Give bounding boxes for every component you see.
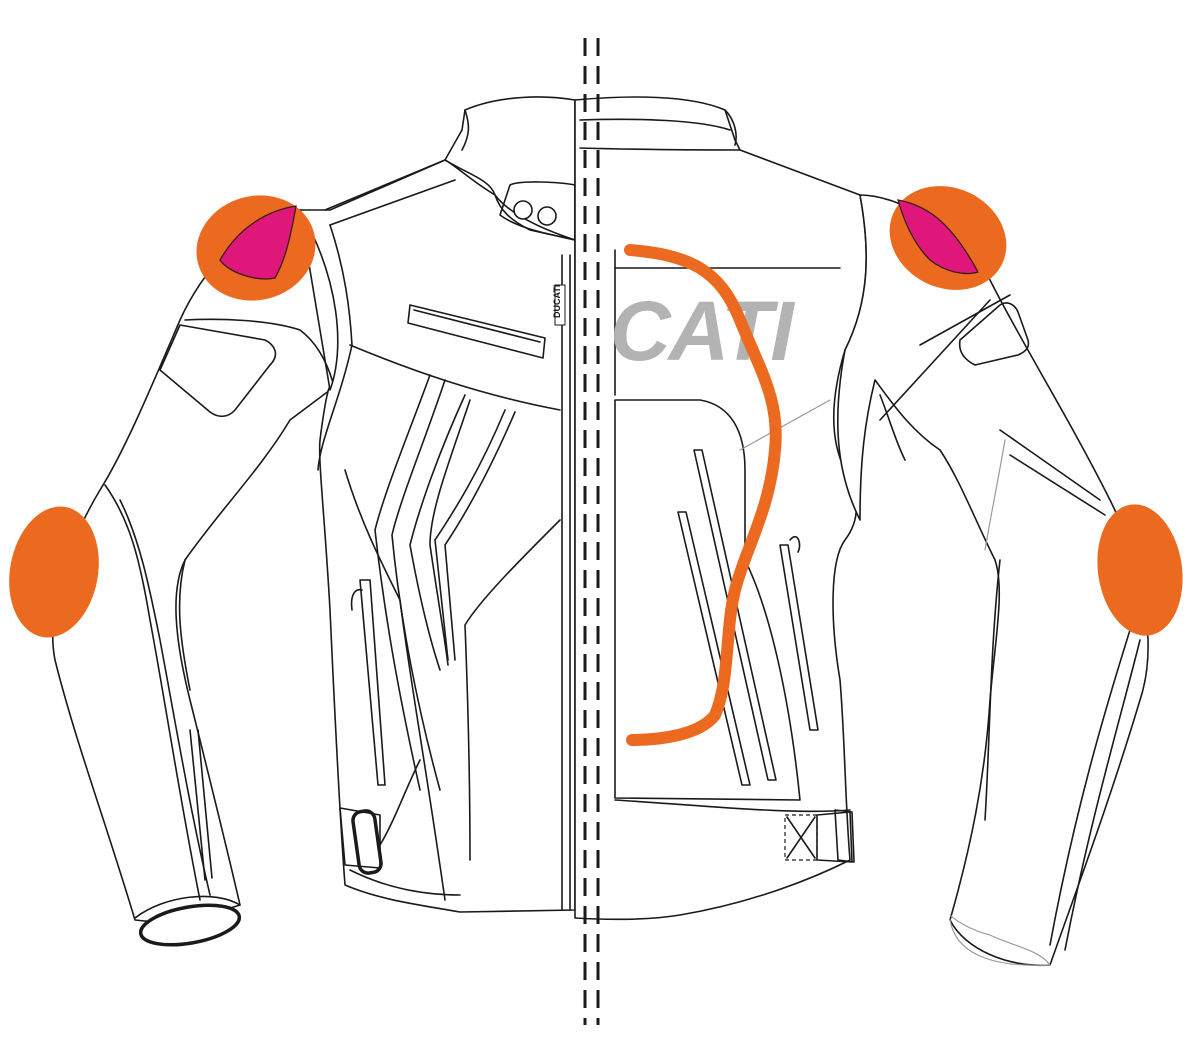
back-sleeve-forearm-3	[1049, 629, 1131, 946]
back-vent-3	[779, 544, 819, 731]
front-cuff-line	[134, 895, 241, 919]
front-sleeve-seam-2	[119, 499, 211, 896]
side-pocket-hook	[350, 588, 363, 611]
front-stripe-1	[374, 374, 431, 791]
front-stripe-4	[429, 399, 471, 666]
front-stripe-6	[444, 411, 516, 661]
back-logo: CATI	[610, 284, 795, 378]
back-sleeve-elbow-line	[999, 429, 1101, 501]
front-collar-top	[461, 109, 470, 151]
front-forearm-panel	[178, 559, 191, 691]
front-side-panel	[317, 224, 353, 471]
chest-vent-inner	[413, 309, 541, 343]
back-sleeve	[837, 194, 1149, 967]
back-sleeve-forearm	[984, 559, 1001, 821]
front-upper-arm-line	[184, 318, 336, 391]
front-zipper	[561, 254, 571, 911]
side-pocket	[359, 579, 386, 786]
front-collar	[444, 96, 576, 241]
zipper-pull-logo	[554, 284, 566, 326]
front-shoulder-seam	[324, 159, 446, 211]
back-hem	[614, 799, 851, 813]
front-yoke	[349, 344, 561, 411]
back-stretch-line	[739, 399, 831, 451]
front-panel-edge-2	[344, 469, 446, 901]
protectors	[9, 186, 1183, 746]
back-vent-2	[693, 449, 777, 781]
zipper-logo-text: DUCATI	[552, 285, 562, 318]
front-shoulder-seam-2	[329, 179, 456, 226]
back-sleeve-elbow-line-2	[1009, 454, 1106, 516]
back-sleeve-forearm-2	[1064, 639, 1141, 951]
center-divider	[583, 38, 600, 1025]
collar-snap-2	[537, 206, 557, 226]
front-lower-panel	[379, 759, 421, 846]
left-shoulder-pink-hump	[219, 205, 297, 280]
back-sleeve-panel	[958, 302, 1030, 366]
front-stripe-3	[409, 394, 466, 671]
back-adjuster-tab	[834, 809, 855, 863]
back-sleeve-seam	[879, 394, 906, 461]
back-sleeve-line	[879, 299, 991, 421]
back-cuff	[949, 914, 1051, 966]
back-protector	[624, 244, 782, 746]
back-adjuster-x	[786, 816, 816, 859]
collar-snap-1	[513, 200, 533, 220]
front-half: DUCATI	[51, 96, 576, 947]
back-half: CATI	[574, 96, 1149, 967]
back-sleeve-line-2	[919, 294, 1011, 346]
front-sleeve-zip	[189, 729, 213, 881]
back-neck	[579, 147, 741, 151]
front-upper-arm-panel	[159, 324, 277, 418]
front-panel-edge	[464, 519, 561, 861]
front-hem-inner	[349, 869, 461, 896]
back-collar	[579, 118, 731, 131]
right-elbow-protector	[1097, 504, 1183, 636]
front-cuff	[138, 903, 242, 947]
right-shoulder-pink-hump	[897, 199, 979, 275]
front-stripe-5	[434, 409, 506, 661]
back-collar-top	[724, 109, 737, 146]
left-elbow-protector	[9, 506, 99, 638]
front-stripe-2	[391, 379, 446, 791]
back-torso	[574, 96, 868, 921]
front-collar-band	[444, 159, 576, 241]
chest-vent	[407, 304, 546, 359]
waist-adjuster-buckle[interactable]	[351, 809, 383, 875]
back-sleeve-inner-seam	[984, 439, 1006, 551]
front-torso	[299, 139, 576, 913]
front-sleeve-seam	[104, 484, 201, 901]
back-vent-hook	[789, 535, 801, 553]
front-sleeve	[51, 209, 331, 923]
back-lower-panel	[614, 399, 801, 801]
